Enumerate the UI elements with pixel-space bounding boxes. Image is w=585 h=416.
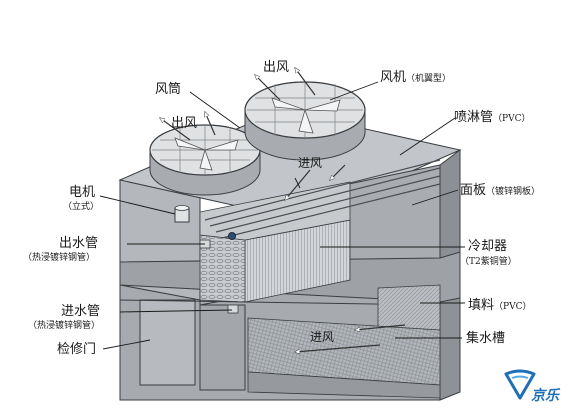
brand-logo-text: 京乐 [531, 388, 559, 404]
lower-casing-side [439, 295, 461, 401]
label-panel: 面板（镀锌钢板） [460, 181, 540, 197]
label-access-door: 检修门 [57, 342, 97, 357]
spray-header [228, 232, 236, 240]
spray-pipes [204, 159, 441, 239]
cooler-frame-top [199, 181, 351, 241]
basin-rim [247, 371, 441, 399]
label-basin: 集水槽 [466, 331, 506, 346]
lower-panel-1 [199, 304, 246, 391]
fan-left [149, 124, 261, 196]
label-outlet-pipe: 出水管 [59, 236, 99, 251]
label-motor: 电机 [69, 185, 96, 200]
label-fan: 风机（机翼型） [380, 68, 451, 84]
label-inlet-pipe-sub: （热浸镀锌钢管） [28, 321, 101, 331]
upper-casing-right [439, 149, 461, 263]
label-inlet-pipe: 进水管 [61, 304, 101, 319]
label-fan-main: 风机 [380, 70, 407, 85]
label-motor-sub: （立式） [63, 202, 100, 212]
brand-logo-icon [504, 369, 536, 400]
label-panel-main: 面板 [460, 183, 487, 198]
label-panel-sub: （镀锌钢板） [486, 187, 541, 197]
label-fan-duct: 风筒 [155, 82, 182, 97]
label-fan-sub: （机翼型） [406, 74, 452, 84]
motor [174, 205, 190, 223]
label-fill-main: 填料 [468, 298, 495, 313]
label-fill-sub: （PVC） [494, 302, 532, 312]
label-cooler-sub: （T2紫铜管） [460, 257, 517, 267]
label-outlet-pipe-sub: （热浸镀锌钢管） [23, 253, 96, 263]
label-fill: 填料（PVC） [468, 296, 531, 312]
label-exhaust-right: 出风 [263, 60, 290, 75]
leader-lines [99, 81, 465, 350]
label-air-in-bottom: 进风 [310, 330, 335, 344]
inlet-pipe-stub [227, 304, 239, 314]
airflow-arrows [160, 68, 406, 352]
fan-right [244, 81, 366, 161]
label-spray-pipe: 喷淋管（PVC） [454, 108, 530, 124]
access-door [139, 299, 196, 386]
label-cooler: 冷却器 [468, 239, 508, 254]
label-exhaust-left: 出风 [171, 116, 198, 131]
label-air-in-top: 进风 [298, 156, 323, 170]
label-spray-pipe-sub: （PVC） [493, 114, 531, 124]
label-spray-pipe-main: 喷淋管 [454, 110, 494, 125]
